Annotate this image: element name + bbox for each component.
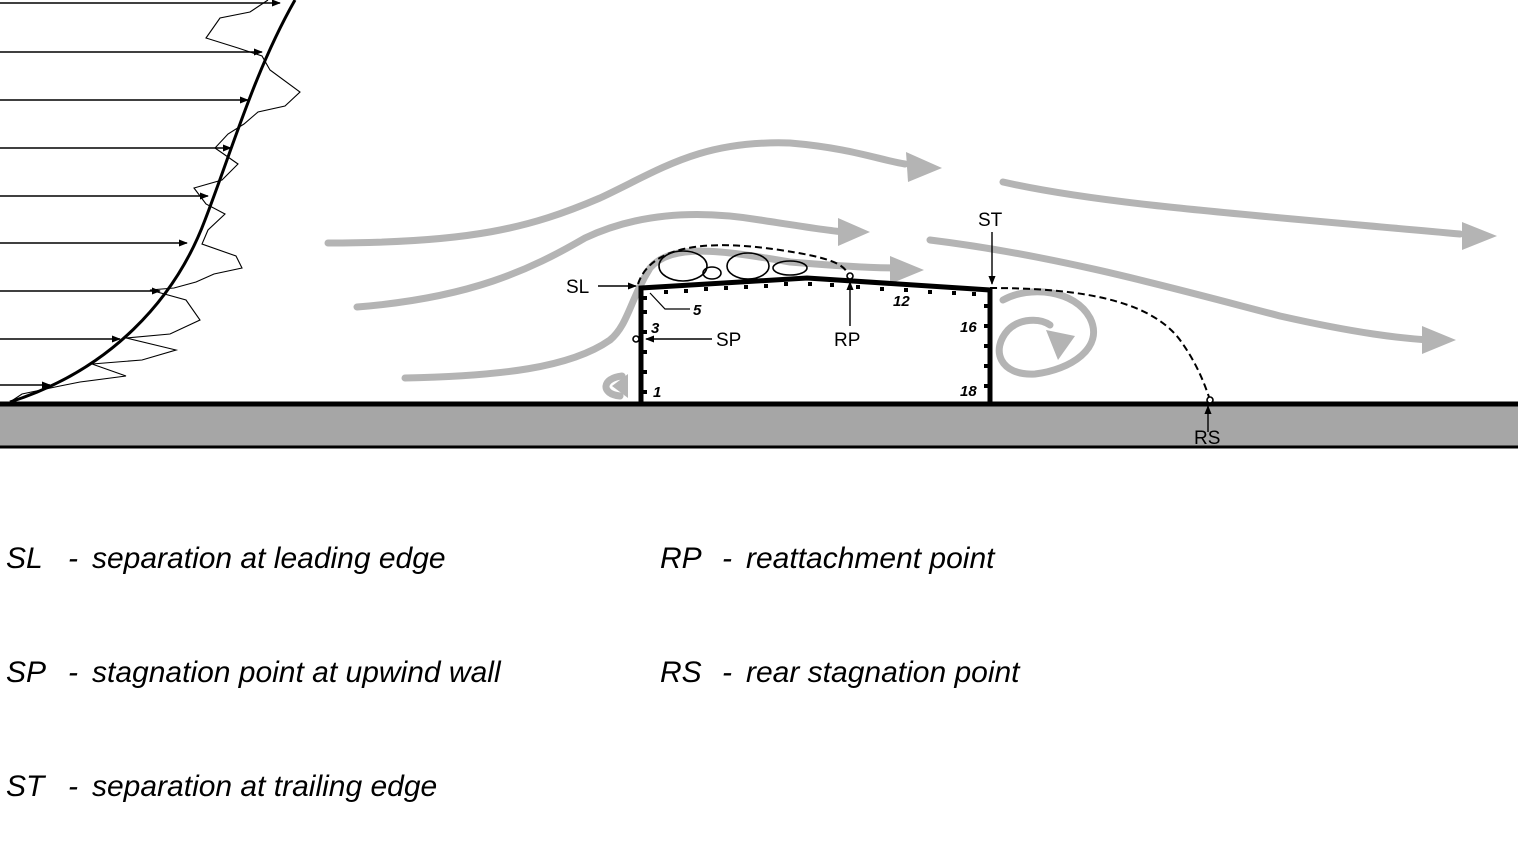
legend-item-rp: RP-reattachment point <box>660 540 1020 578</box>
tap-number-3: 3 <box>651 320 660 337</box>
tap-number-1: 1 <box>653 384 661 401</box>
sl-label: SL <box>566 277 589 298</box>
building-outline <box>638 275 993 404</box>
legend-abbr: ST <box>6 770 45 803</box>
legend-separator: - <box>68 656 78 689</box>
legend-desc: rear stagnation point <box>746 656 1020 689</box>
separation-bubble-line <box>637 244 849 285</box>
turbulent-velocity-profile <box>9 0 301 403</box>
flow-streamlines <box>324 139 1464 400</box>
pressure-taps <box>643 282 988 394</box>
legend-separator: - <box>722 542 732 575</box>
velocity-profile-arrows <box>0 0 281 389</box>
rp-label: RP <box>834 330 860 351</box>
ground <box>0 404 1518 447</box>
roof-vortices <box>658 250 808 282</box>
point-5-pointer <box>649 292 690 310</box>
legend-desc: separation at leading edge <box>92 542 446 575</box>
tap-number-16: 16 <box>960 319 977 336</box>
legend-column-right: RP-reattachment point RS-rear stagnation… <box>660 464 1020 730</box>
label-pointers <box>598 232 1212 432</box>
legend-abbr: SP <box>6 656 47 689</box>
rs-label: RS <box>1194 428 1220 449</box>
sp-label: SP <box>716 330 741 351</box>
legend-desc: stagnation point at upwind wall <box>92 656 501 689</box>
legend-item-rs: RS-rear stagnation point <box>660 654 1020 692</box>
wake-separation-line <box>989 287 1211 401</box>
legend-separator: - <box>68 770 78 803</box>
legend-abbr: RS <box>660 656 702 689</box>
legend-abbr: SL <box>6 542 43 575</box>
tap-number-12: 12 <box>893 293 910 310</box>
legend-separator: - <box>68 542 78 575</box>
legend-column-left: SL-separation at leading edge SP-stagnat… <box>6 464 501 844</box>
legend-desc: separation at trailing edge <box>92 770 438 803</box>
tap-number-18: 18 <box>960 383 977 400</box>
legend-abbr: RP <box>660 542 702 575</box>
stagnation-markers <box>632 272 1214 404</box>
legend-item-sl: SL-separation at leading edge <box>6 540 501 578</box>
tap-number-5: 5 <box>693 302 702 319</box>
legend-item-sp: SP-stagnation point at upwind wall <box>6 654 501 692</box>
flow-arrowheads <box>612 152 1497 398</box>
st-label: ST <box>978 210 1003 231</box>
legend-separator: - <box>722 656 732 689</box>
mean-velocity-profile <box>9 0 297 404</box>
legend-item-st: ST-separation at trailing edge <box>6 768 501 806</box>
flow-diagram: SL SP ST RP RS 1 3 5 12 16 18 <box>0 0 1518 449</box>
legend-desc: reattachment point <box>746 542 995 575</box>
